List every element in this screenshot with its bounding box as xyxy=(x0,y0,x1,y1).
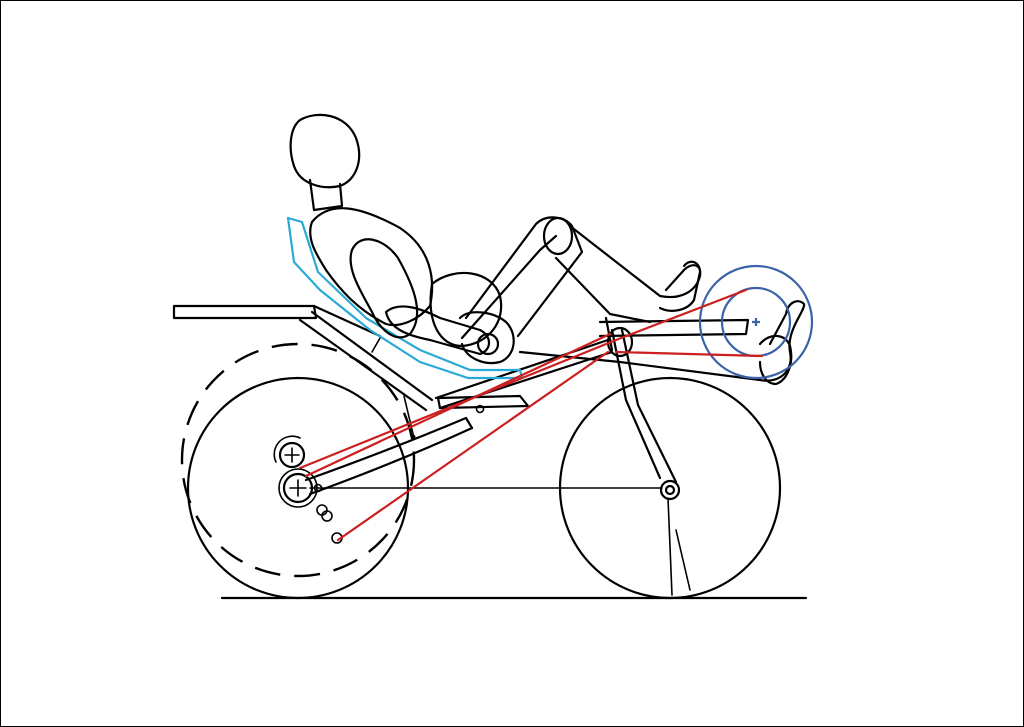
fork-blade-left xyxy=(610,328,662,480)
crank-center-mark xyxy=(752,318,760,326)
rider xyxy=(289,113,806,386)
main-tube-lower xyxy=(438,350,614,410)
cassette-arc xyxy=(273,435,301,463)
front-fork xyxy=(610,328,691,596)
rear-drivetrain xyxy=(273,435,343,544)
rider-hip xyxy=(429,271,503,348)
rider-shin-lower xyxy=(554,256,652,324)
cassette-cross xyxy=(284,447,300,463)
rider-shin-upper xyxy=(568,224,702,299)
rider-knee xyxy=(542,216,574,256)
chain-return-run xyxy=(336,350,610,542)
rider-neck xyxy=(308,178,344,212)
seat-support-bracket xyxy=(436,394,530,410)
rider-forearm xyxy=(384,305,491,356)
chain-lines xyxy=(298,288,764,542)
rear-wheel-dashed-rim xyxy=(180,342,416,578)
axle-nut xyxy=(313,483,323,493)
seat-stay-back xyxy=(298,318,428,412)
rear-strut xyxy=(403,395,415,439)
crank-circle-outer xyxy=(698,264,814,380)
rider-hand xyxy=(476,332,500,356)
headset-body xyxy=(606,326,634,358)
cassette xyxy=(278,441,306,469)
seat-shell xyxy=(286,216,524,380)
rear-rack xyxy=(172,304,382,338)
front-boom xyxy=(598,318,750,338)
chain-idler-to-crank-bottom xyxy=(614,350,764,358)
strut-pivot xyxy=(410,434,416,440)
rider-thigh-far xyxy=(460,234,558,340)
steering-axis-lower xyxy=(675,529,691,591)
front-hub-inner xyxy=(664,484,676,496)
rear-hub-cross xyxy=(289,479,307,497)
rider-knee-far xyxy=(458,311,515,365)
headset xyxy=(604,316,634,358)
swing-arm-end xyxy=(464,416,474,430)
seat-stay-post xyxy=(371,337,381,353)
steering-axis xyxy=(667,497,673,596)
fork-blade-right xyxy=(620,328,678,484)
rear-swing-arm xyxy=(304,395,474,496)
rider-lower-leg xyxy=(518,300,806,382)
rear-hub xyxy=(282,472,314,504)
chain-cross-run xyxy=(304,332,612,478)
main-tube-upper xyxy=(434,338,610,400)
swing-arm-upper xyxy=(304,416,468,482)
chain-idler-to-crank-top xyxy=(614,288,748,342)
rider-foot-near xyxy=(658,260,702,312)
frame-bolt xyxy=(475,404,485,414)
swing-arm-lower xyxy=(308,426,474,496)
rear-wheel xyxy=(180,342,416,600)
seat-stay-front xyxy=(310,310,434,402)
derailleur-pulley-lower xyxy=(321,510,333,522)
seat-stay xyxy=(298,310,434,412)
rider-head xyxy=(289,113,361,189)
rear-hub-ring xyxy=(278,468,318,508)
rack-platform xyxy=(172,304,318,320)
front-hub xyxy=(659,479,681,501)
rack-tail xyxy=(312,304,382,338)
